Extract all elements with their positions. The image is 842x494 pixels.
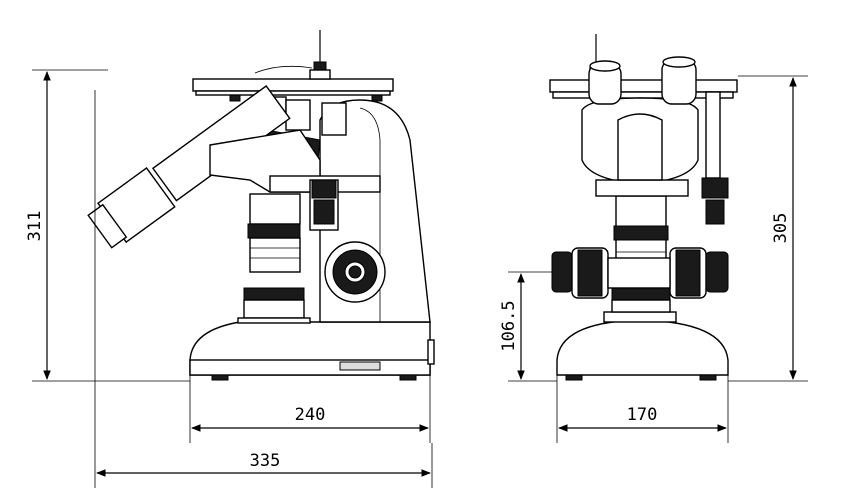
side-base-width-label: 240 xyxy=(295,405,326,425)
side-dimension-height: 311 xyxy=(25,69,190,382)
front-view-microscope xyxy=(549,34,738,381)
front-dimension-knob-height: 106.5 xyxy=(499,271,557,382)
front-height-label: 305 xyxy=(771,213,791,244)
side-dimension-total-width: 335 xyxy=(94,90,433,488)
front-base-width-label: 170 xyxy=(627,405,658,425)
front-dimension-base-width: 170 xyxy=(556,375,729,443)
front-knob-height-label: 106.5 xyxy=(499,300,519,351)
side-dimension-base-width: 240 xyxy=(189,375,431,443)
side-total-width-label: 335 xyxy=(250,451,281,471)
front-dimension-height: 305 xyxy=(728,75,808,382)
side-view-microscope xyxy=(87,30,435,381)
side-height-label: 311 xyxy=(25,211,45,242)
